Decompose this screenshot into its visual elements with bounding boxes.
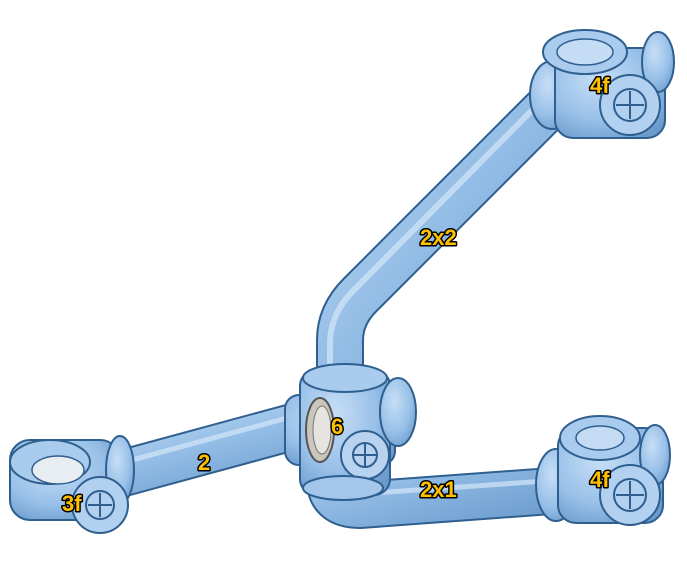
label-upper-pipe: 2x2 (420, 225, 457, 250)
central-junction-fitting (284, 363, 417, 501)
top-right-fitting (529, 29, 675, 139)
upper-pipe (316, 78, 577, 380)
label-bottom-right-connector: 4f (590, 467, 610, 492)
left-pipe (98, 401, 307, 502)
left-fitting (9, 435, 135, 534)
label-central-junction: 6 (331, 414, 343, 439)
label-left-pipe: 2 (198, 450, 210, 475)
label-left-connector: 3f (62, 491, 82, 516)
label-lower-pipe: 2x1 (420, 477, 457, 502)
label-top-right-connector: 4f (590, 73, 610, 98)
bottom-right-fitting (535, 415, 671, 526)
